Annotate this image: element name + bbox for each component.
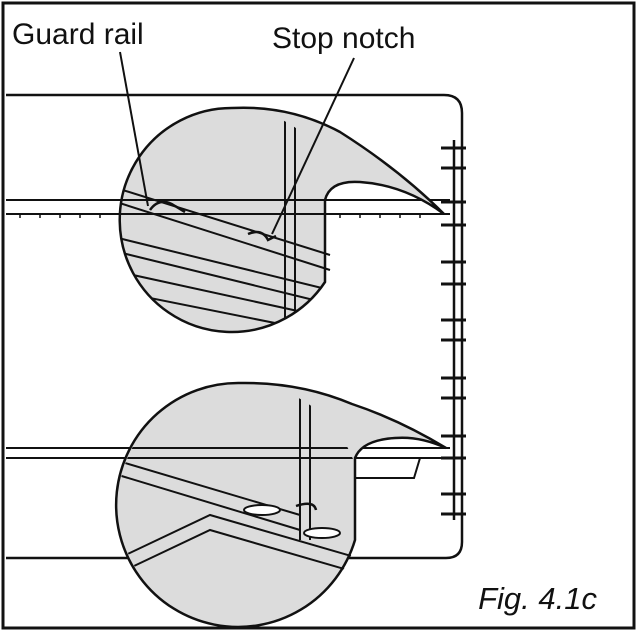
upper-callout-magnifier: [118, 106, 445, 334]
oven-cavity-outline: [6, 93, 464, 560]
lower-callout-magnifier: [114, 381, 447, 629]
side-runners: [441, 140, 466, 520]
stop-notch-label: Stop notch: [272, 22, 416, 55]
figure-caption: Fig. 4.1c: [478, 581, 597, 616]
guard-rail-label: Guard rail: [12, 18, 144, 51]
stop-notch-leader-line: [271, 57, 355, 235]
guard-rail-leader-line: [119, 51, 149, 207]
